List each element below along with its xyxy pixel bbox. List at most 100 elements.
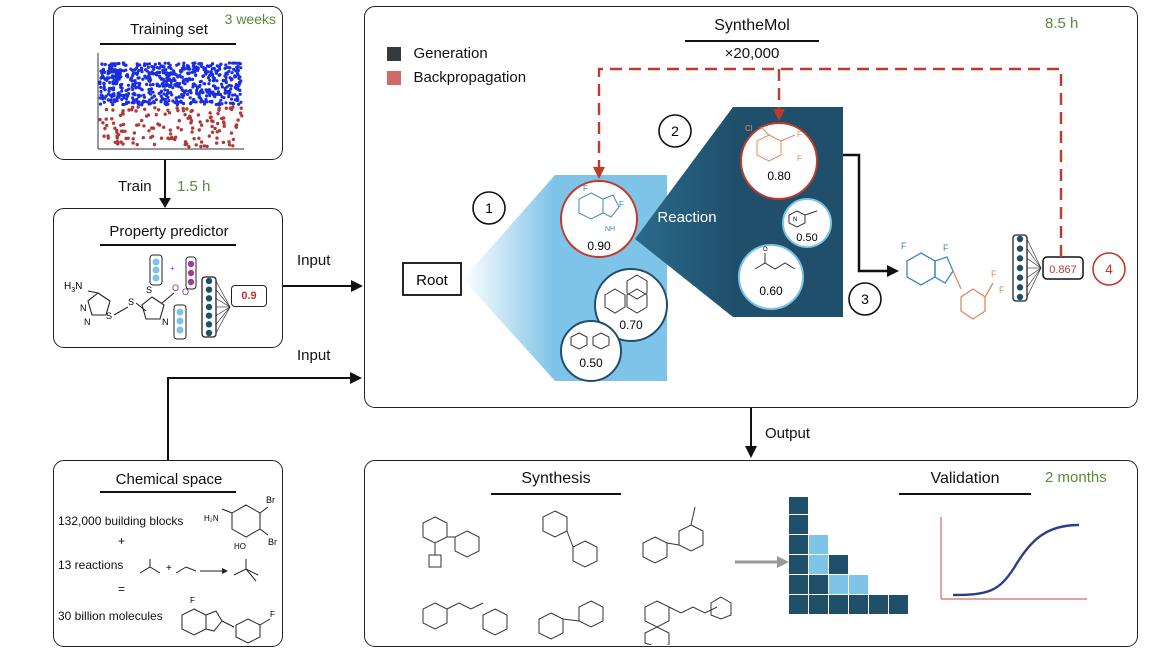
svg-text:O: O — [763, 247, 768, 253]
legend-swatch-backprop — [387, 70, 401, 85]
score-r3: 0.60 — [759, 284, 783, 298]
molecules-text: 30 billion molecules — [58, 609, 163, 623]
node-r2 — [782, 198, 832, 248]
svg-text:S: S — [106, 311, 112, 321]
legend-label-generation: Generation — [413, 45, 488, 63]
score-s2: 0.70 — [619, 318, 643, 332]
svg-text:+: + — [166, 563, 172, 574]
svg-text:S: S — [146, 285, 152, 295]
training-set-panel: Training set 3 weeks — [53, 6, 283, 160]
svg-text:F: F — [999, 285, 1005, 295]
svg-text:+: + — [170, 264, 175, 273]
synthesis-validation-panel: Synthesis Validation 2 months — [364, 460, 1138, 647]
score-r1: 0.80 — [767, 169, 791, 183]
svg-text:F: F — [583, 184, 588, 193]
title-underline — [100, 244, 236, 246]
arrow-to-histogram — [735, 556, 789, 568]
training-duration: 3 weeks — [224, 11, 276, 27]
svg-text:O: O — [182, 287, 189, 297]
h3n-text: H — [64, 281, 71, 292]
property-predictor-panel: Property predictor H3N N N S S S N O + O… — [53, 208, 283, 348]
svg-text:NH: NH — [605, 226, 615, 233]
svg-text:Br: Br — [266, 495, 275, 505]
validation-title: Validation — [930, 470, 1000, 487]
synthemol-duration: 8.5 h — [1045, 15, 1079, 32]
svg-text:F: F — [901, 241, 907, 251]
svg-text:H3N: H3N — [64, 281, 82, 294]
svg-text:N: N — [80, 303, 87, 313]
final-score: 0.867 — [1049, 264, 1077, 276]
score-s1: 0.90 — [587, 239, 611, 253]
output-arrow — [745, 408, 757, 458]
svg-text:HO: HO — [234, 542, 246, 549]
svg-text:O: O — [172, 283, 179, 293]
synthemol-panel: SyntheMol ×20,000 8.5 h Generation Backp… — [364, 6, 1138, 408]
input-label-2: Input — [297, 347, 331, 364]
synthesis-title: Synthesis — [521, 470, 591, 487]
example-molecule: F F — [181, 596, 275, 644]
synthemol-multiplier: ×20,000 — [724, 45, 780, 62]
predictor-output-box: 0.9 — [231, 285, 267, 307]
title-underline — [685, 40, 819, 42]
validation-curve — [940, 517, 1087, 600]
step-3: 3 — [861, 291, 869, 307]
score-r2: 0.50 — [796, 232, 817, 244]
train-label: Train — [118, 178, 152, 195]
step-1: 1 — [485, 200, 493, 216]
validation-duration: 2 months — [1045, 469, 1107, 486]
equals-sign: = — [118, 582, 126, 596]
svg-text:S: S — [128, 297, 134, 307]
activity-histogram — [789, 497, 908, 614]
plus-sign: + — [118, 534, 126, 548]
synthesized-molecules — [422, 506, 732, 645]
reactions-text: 13 reactions — [58, 558, 124, 572]
svg-text:Br: Br — [268, 537, 277, 547]
svg-text:F: F — [797, 154, 802, 163]
reaction-label: Reaction — [657, 209, 716, 226]
step-4: 4 — [1105, 261, 1113, 277]
building-blocks-text: 132,000 building blocks — [58, 514, 184, 528]
chemical-space-title: Chemical space — [115, 471, 223, 488]
final-score-box — [1042, 256, 1084, 280]
legend-swatch-generation — [387, 46, 401, 61]
synthemol-tree: Root Reaction 1 2 3 4 F F NH 0.90 0.70 0… — [402, 67, 1126, 382]
predictor-molecule: H3N N N S S S N O + O — [64, 254, 231, 340]
input-arrow-1 — [283, 280, 363, 292]
title-underline — [491, 493, 621, 495]
product-molecule: F F F F — [901, 241, 1005, 320]
svg-text:H₂N: H₂N — [204, 514, 219, 523]
node-selected-2 — [740, 122, 818, 200]
input-label-1: Input — [297, 252, 331, 269]
train-arrow — [159, 160, 171, 208]
reaction-scheme: + — [139, 559, 259, 582]
training-set-title: Training set — [130, 21, 208, 38]
node-3 — [560, 320, 622, 382]
svg-text:Cl: Cl — [745, 124, 753, 133]
output-label: Output — [765, 425, 811, 442]
title-underline — [100, 491, 236, 493]
title-underline — [100, 43, 236, 45]
node-r3 — [738, 244, 804, 310]
legend-label-backprop: Backpropagation — [413, 69, 527, 87]
svg-text:F: F — [270, 610, 275, 619]
title-underline — [899, 493, 1031, 495]
train-duration: 1.5 h — [177, 178, 211, 195]
svg-text:N: N — [84, 317, 91, 327]
svg-text:F: F — [797, 130, 802, 139]
legend-backprop: Backpropagation — [387, 69, 526, 87]
score-s3: 0.50 — [579, 356, 603, 370]
input-arrow-2 — [167, 372, 362, 460]
node-selected-1 — [560, 180, 638, 258]
synthemol-title: SyntheMol — [714, 17, 790, 34]
predictor-title: Property predictor — [109, 223, 229, 240]
svg-text:N: N — [162, 317, 169, 327]
svg-text:F: F — [943, 243, 949, 253]
chemical-space-panel: Chemical space 132,000 building blocks +… — [53, 460, 283, 647]
legend-generation: Generation — [387, 45, 488, 63]
svg-text:F: F — [619, 200, 624, 209]
building-block-molecule: Br Br H₂N HO — [204, 495, 277, 549]
svg-text:F: F — [190, 596, 195, 605]
root-node — [402, 262, 462, 296]
svg-text:F: F — [991, 269, 997, 279]
training-scatter-plot — [97, 53, 244, 150]
